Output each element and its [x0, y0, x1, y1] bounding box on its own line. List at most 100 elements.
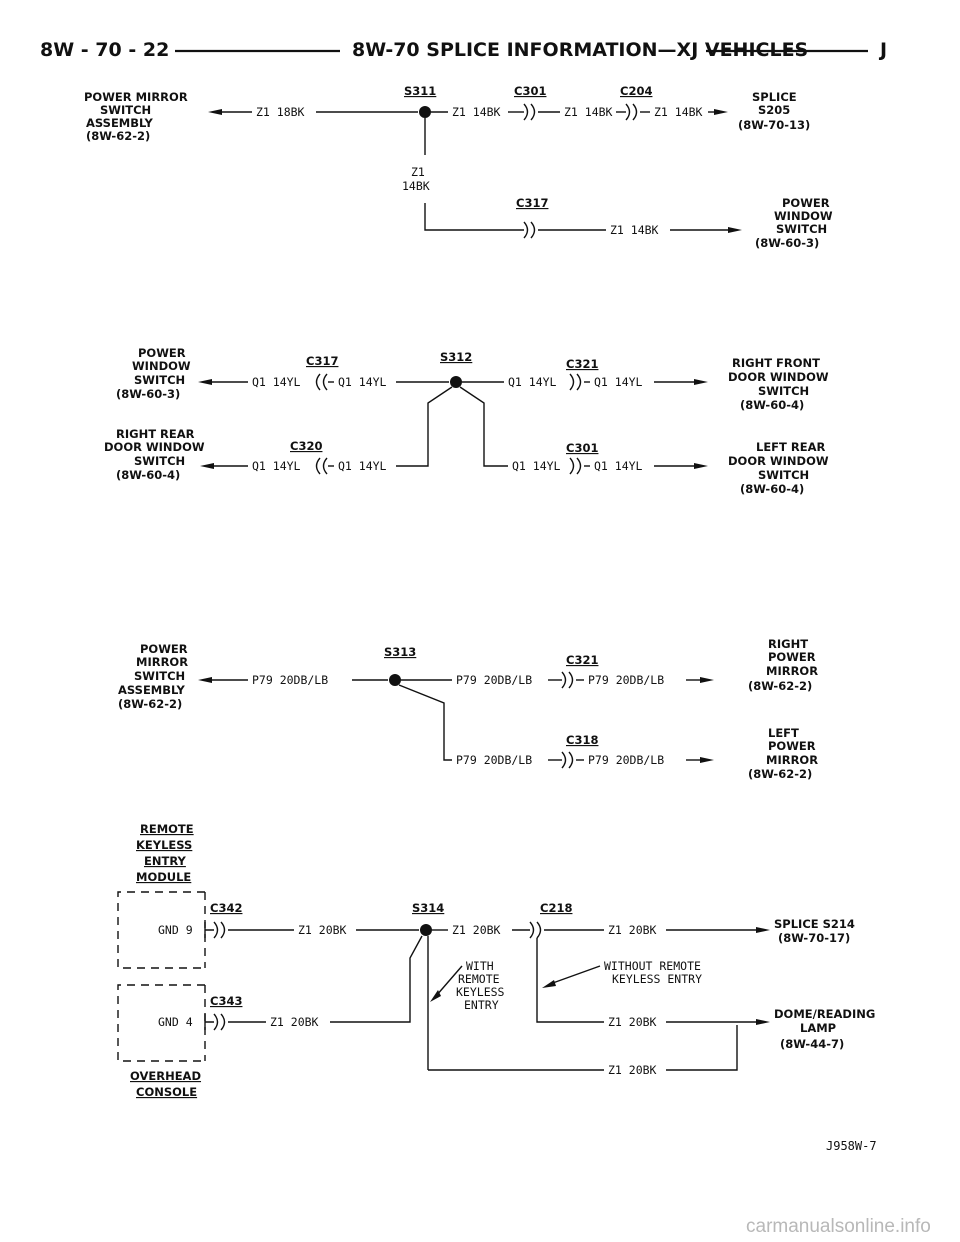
component-label: MIRROR — [766, 753, 818, 767]
connector-id: C301 — [566, 441, 598, 455]
component-label: RIGHT REAR — [116, 427, 195, 441]
wire-label: Q1 14YL — [252, 459, 301, 473]
connector-id: C321 — [566, 653, 598, 667]
module-label: OVERHEAD — [130, 1069, 201, 1083]
header-section-letter: J — [878, 39, 887, 61]
component-label: SWITCH — [776, 222, 827, 236]
component-label: SWITCH — [758, 384, 809, 398]
connector-arrow-icon — [700, 677, 714, 683]
component-dome-reading-lamp: DOME/READING LAMP (8W-44-7) — [774, 1007, 875, 1051]
splice-node — [420, 924, 432, 936]
component-power-window-switch: POWER WINDOW SWITCH (8W-60-3) — [116, 346, 191, 401]
connector-arrow-icon — [198, 677, 212, 683]
component-label: RIGHT FRONT — [732, 356, 820, 370]
component-label: POWER MIRROR — [84, 90, 188, 104]
component-label: (8W-62-2) — [118, 697, 182, 711]
wire — [330, 935, 423, 1023]
component-label: RIGHT — [768, 637, 808, 651]
module-label: KEYLESS — [136, 838, 192, 852]
component-label: (8W-60-4) — [740, 398, 804, 412]
wire-label: Q1 14YL — [338, 375, 387, 389]
wire-label: Z1 20BK — [608, 923, 657, 937]
note-label: WITHOUT REMOTE — [604, 959, 701, 973]
wire — [536, 938, 604, 1023]
wire-label: Z1 14BK — [452, 105, 501, 119]
splice-diagram-s311: POWER MIRROR SWITCH ASSEMBLY (8W-62-2) Z… — [84, 84, 833, 250]
component-label: POWER — [782, 196, 830, 210]
watermark: carmanualsonline.info — [746, 1216, 931, 1237]
module-dashed-outline — [117, 984, 205, 1062]
component-power-window-switch: POWER WINDOW SWITCH (8W-60-3) — [755, 196, 833, 250]
component-label: (8W-62-2) — [748, 679, 812, 693]
page-header: 8W - 70 - 22 8W-70 SPLICE INFORMATION—XJ… — [40, 39, 887, 61]
wire-label: Q1 14YL — [252, 375, 301, 389]
note-label: KEYLESS — [456, 985, 505, 999]
wire-label: Z1 18BK — [256, 105, 305, 119]
component-overhead-console: OVERHEAD CONSOLE — [130, 1069, 201, 1099]
wire-label: Z1 20BK — [270, 1015, 319, 1029]
page-number: 8W - 70 - 22 — [40, 39, 169, 61]
figure-id: J958W-7 — [826, 1139, 877, 1153]
component-right-power-mirror: RIGHT POWER MIRROR (8W-62-2) — [748, 637, 818, 693]
module-dashed-outline — [117, 891, 205, 969]
leader-arrow-icon — [430, 990, 441, 1002]
pin-label: GND 4 — [158, 1015, 193, 1029]
connector-id: C321 — [566, 357, 598, 371]
component-label: (8W-62-2) — [748, 767, 812, 781]
connector-arrow-icon — [700, 757, 714, 763]
connector-arrow-icon — [728, 227, 742, 233]
connector-arrow-icon — [694, 379, 708, 385]
wire-label: Q1 14YL — [594, 375, 643, 389]
connector-id: C204 — [620, 84, 652, 98]
component-power-mirror-switch-assembly: POWER MIRROR SWITCH ASSEMBLY (8W-62-2) — [84, 90, 188, 143]
wire-label: P79 20DB/LB — [456, 673, 532, 687]
wire-label: Z1 14BK — [654, 105, 703, 119]
wire-label: Q1 14YL — [338, 459, 387, 473]
wire-label: Z1 20BK — [298, 923, 347, 937]
wire-label: P79 20DB/LB — [456, 753, 532, 767]
connector-c218-icon — [529, 921, 542, 939]
wire-label: Z1 14BK — [610, 223, 659, 237]
connector-c321-icon — [561, 671, 574, 689]
component-label: (8W-60-4) — [116, 468, 180, 482]
note-with-remote-keyless-entry: WITH REMOTE KEYLESS ENTRY — [430, 959, 505, 1012]
splice-diagram-s312: POWER WINDOW SWITCH (8W-60-3) Q1 14YL C3… — [104, 346, 829, 496]
component-label: LEFT — [768, 726, 799, 740]
component-label: POWER — [768, 650, 816, 664]
component-label: SWITCH — [758, 468, 809, 482]
component-label: (8W-70-13) — [738, 118, 810, 132]
connector-arrow-icon — [200, 463, 214, 469]
component-label: (8W-60-4) — [740, 482, 804, 496]
connector-arrow-icon — [756, 927, 770, 933]
component-label: DOOR WINDOW — [728, 454, 829, 468]
connector-c343-icon — [204, 1013, 226, 1031]
splice-id: S314 — [412, 901, 444, 915]
wire-label: Z1 — [411, 165, 425, 179]
wire-label: P79 20DB/LB — [588, 673, 664, 687]
component-label: SPLICE — [752, 90, 797, 104]
connector-c342-icon — [204, 921, 226, 939]
wire-label: Q1 14YL — [594, 459, 643, 473]
component-right-rear-door-window-switch: RIGHT REAR DOOR WINDOW SWITCH (8W-60-4) — [104, 427, 205, 482]
component-left-power-mirror: LEFT POWER MIRROR (8W-62-2) — [748, 726, 818, 781]
module-label: CONSOLE — [136, 1085, 197, 1099]
component-label: WINDOW — [132, 359, 191, 373]
wire-label: Z1 20BK — [452, 923, 501, 937]
pin-label: GND 9 — [158, 923, 193, 937]
component-label: POWER — [140, 642, 188, 656]
component-label: ASSEMBLY — [86, 116, 154, 130]
wire-label: Z1 20BK — [608, 1015, 657, 1029]
component-label: DOOR WINDOW — [728, 370, 829, 384]
wire-label: Z1 14BK — [564, 105, 613, 119]
note-label: REMOTE — [458, 972, 500, 986]
wire — [459, 386, 508, 467]
connector-c204-icon — [625, 103, 638, 121]
component-label: S205 — [758, 103, 790, 117]
connector-c320-icon — [315, 457, 328, 475]
connector-c317-icon — [523, 221, 536, 239]
component-label: MIRROR — [766, 664, 818, 678]
component-label: SWITCH — [134, 454, 185, 468]
component-label: WINDOW — [774, 209, 833, 223]
wire — [666, 1025, 738, 1071]
connector-id: C317 — [516, 196, 548, 210]
